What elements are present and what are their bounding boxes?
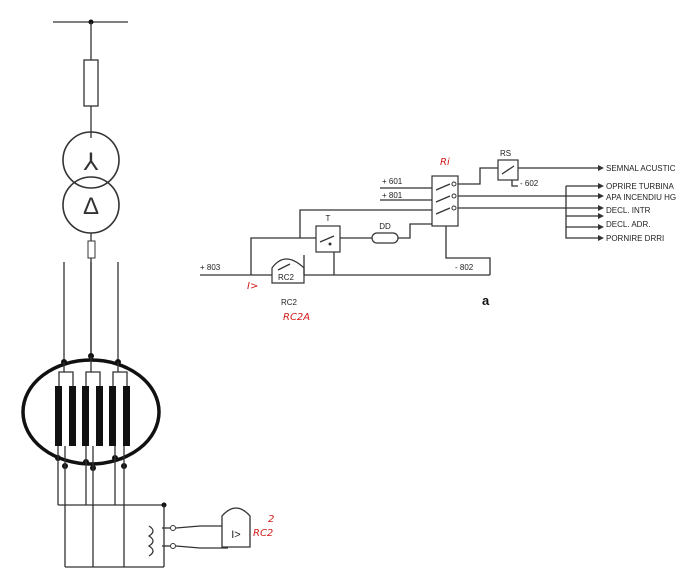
relay-ri: Ri [431, 157, 459, 227]
delta-symbol: Δ [83, 193, 99, 220]
single-line-diagram: ⅄ Δ [21, 19, 274, 568]
diode-label: DD [379, 222, 391, 231]
relay-index-mark: 2 [268, 514, 274, 525]
output-arrows [598, 165, 604, 241]
label-plus-803: + 803 [200, 263, 221, 272]
neutral-terminals [55, 446, 127, 471]
diode-dd: DD [371, 222, 399, 244]
overcurrent-relay-rc2: I> [221, 507, 251, 548]
label-plus-601: + 601 [382, 177, 403, 186]
relay-i-annotation: I> [247, 281, 258, 292]
relay-rs: RS [497, 149, 519, 181]
relay-i-label: I> [231, 529, 240, 541]
relay-code-label: RC2 [278, 273, 295, 282]
output-pornire-drri: PORNIRE DRRI [606, 234, 664, 243]
relay-t: T [315, 214, 341, 253]
relay-code-under: RC2 [281, 298, 298, 307]
generator-stator [21, 358, 161, 466]
star-symbol: ⅄ [83, 149, 99, 176]
stator-windings [55, 386, 130, 446]
relay-rc2a-annotation: RC2A [283, 312, 310, 323]
transformer-primary-winding [62, 131, 120, 189]
small-fuse [87, 240, 96, 259]
relay-t-label: T [326, 214, 331, 223]
relay-i-contact: RC2 [271, 258, 305, 284]
relay-rc2-tag: RC2 [253, 528, 273, 539]
label-plus-801: + 801 [382, 191, 403, 200]
relay-ri-label: Ri [440, 157, 450, 168]
output-labels: SEMNAL ACUSTIC OPRIRE TURBINA APA INCEND… [606, 164, 676, 243]
output-apa-incendiu: APA INCENDIU HG [606, 193, 676, 202]
label-minus-602: - 602 [520, 179, 539, 188]
output-decl-intr: DECL. INTR [606, 206, 651, 215]
label-minus-802: - 802 [455, 263, 474, 272]
figure-label: a [482, 293, 490, 308]
control-circuit: + 803 - 802 RC2 I> RC2 RC2A T DD [200, 149, 676, 323]
output-oprire-turbina: OPRIRE TURBINA [606, 182, 675, 191]
current-transformer [147, 525, 228, 557]
output-bus [565, 186, 598, 239]
output-decl-adr: DECL. ADR. [606, 220, 650, 229]
output-semnal-acustic: SEMNAL ACUSTIC [606, 164, 676, 173]
fuse-element [83, 59, 99, 107]
relay-rs-label: RS [500, 149, 511, 158]
